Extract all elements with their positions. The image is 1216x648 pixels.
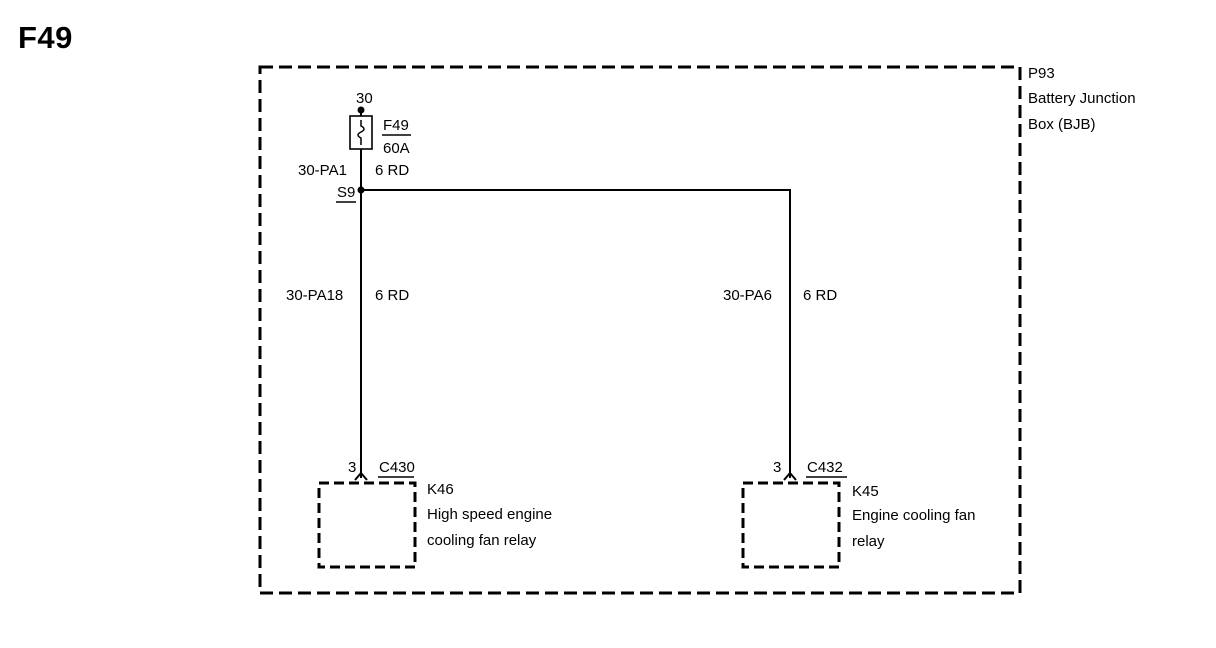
wire-to-k45-circuit: 30-PA6 bbox=[723, 287, 772, 304]
fuse-rating: 60A bbox=[383, 140, 410, 157]
wire-to-k46-circuit: 30-PA18 bbox=[286, 287, 343, 304]
wire-to-k45 bbox=[361, 189, 791, 478]
relay-k46-pin: 3 bbox=[348, 459, 356, 476]
relay-k46-id: K46 bbox=[427, 481, 454, 498]
relay-k46-desc-line1: High speed engine bbox=[427, 506, 552, 523]
relay-k46-outline bbox=[317, 481, 417, 569]
connector-c430-icon bbox=[354, 471, 368, 481]
junction-box-name-line2: Box (BJB) bbox=[1028, 116, 1096, 133]
wire-fuse-to-splice-spec: 6 RD bbox=[375, 162, 409, 179]
junction-box-ref: P93 bbox=[1028, 65, 1055, 82]
junction-box-outline bbox=[258, 65, 1022, 595]
relay-k45-pin: 3 bbox=[773, 459, 781, 476]
splice-id: S9 bbox=[337, 184, 355, 201]
relay-k45-desc-line2: relay bbox=[852, 533, 885, 550]
fuse-terminal-label: 30 bbox=[356, 90, 373, 107]
wire-to-k46-spec: 6 RD bbox=[375, 287, 409, 304]
relay-k45: 3 C432 K45 Engine cooling fan relay bbox=[741, 459, 975, 569]
relay-k45-id: K45 bbox=[852, 483, 879, 500]
relay-k45-connector: C432 bbox=[807, 459, 843, 476]
relay-k46-desc-line2: cooling fan relay bbox=[427, 532, 537, 549]
wire-fuse-to-splice-circuit: 30-PA1 bbox=[298, 162, 347, 179]
junction-box-name-line1: Battery Junction bbox=[1028, 90, 1136, 107]
relay-k46-connector: C430 bbox=[379, 459, 415, 476]
relay-k46: 3 C430 K46 High speed engine cooling fan… bbox=[317, 459, 552, 569]
fuse-icon bbox=[349, 115, 373, 150]
relay-k45-outline bbox=[741, 481, 841, 569]
relay-k45-desc-line1: Engine cooling fan bbox=[852, 507, 975, 524]
fuse-id: F49 bbox=[383, 117, 409, 134]
wire-to-k45-spec: 6 RD bbox=[803, 287, 837, 304]
connector-c432-icon bbox=[783, 471, 797, 481]
page-title: F49 bbox=[18, 20, 73, 55]
